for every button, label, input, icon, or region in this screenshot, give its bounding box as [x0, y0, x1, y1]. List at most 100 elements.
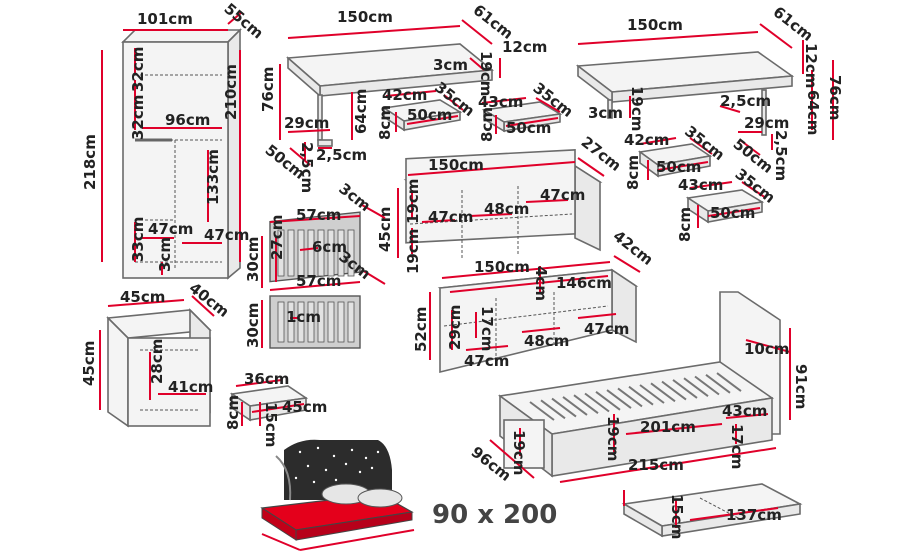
- tv-unit-inner-h-label: 29cm: [446, 305, 464, 350]
- desk-1: 150cm 61cm 76cm 64cm 12cm 3cm 19cm 29cm …: [259, 1, 577, 193]
- panel2-slat-w-label: 1cm: [286, 308, 321, 326]
- star-icon: [376, 450, 380, 454]
- bed-height-label: 91cm: [792, 364, 810, 409]
- bed-slat: [573, 394, 599, 415]
- wardrobe: 101cm 55cm 218cm 210cm 32cm 32cm 96cm 13…: [81, 0, 267, 280]
- tv-unit-comp3-label: 47cm: [584, 320, 629, 338]
- bed-total-len-label: 215cm: [628, 456, 684, 474]
- wardrobe-width-label: 101cm: [137, 10, 193, 28]
- desk2-drawer2-h-label: 8cm: [676, 207, 694, 242]
- wall-shelf: 150cm 27cm 45cm 19cm 19cm 47cm 48cm 47cm: [376, 133, 625, 274]
- bed-drawer-h-label: 15cm: [668, 494, 686, 539]
- desk1-drawer2-w-label: 43cm: [478, 93, 523, 111]
- desk2-drawer1-inner-label: 50cm: [656, 158, 701, 176]
- bed-side-drawer: [503, 419, 545, 469]
- desk1-drawer2-h-label: 8cm: [478, 107, 496, 142]
- desk1-drawer1-h-label: 8cm: [376, 105, 394, 140]
- bed-slat: [584, 392, 610, 413]
- desk1-top-label: 12cm: [502, 38, 547, 56]
- panel1-width-label: 57cm: [296, 206, 341, 224]
- wall-shelf-top-h-label: 19cm: [404, 179, 422, 224]
- nightstand-height-label: 45cm: [80, 341, 98, 386]
- slat: [337, 229, 345, 277]
- wardrobe-top-shelf-label: 32cm: [129, 47, 147, 92]
- bed-side-h-label: 19cm: [510, 430, 528, 475]
- tv-unit-height-label: 52cm: [412, 307, 430, 352]
- star-icon: [344, 462, 348, 466]
- star-icon: [316, 446, 320, 450]
- desk1-height-label: 76cm: [259, 67, 277, 112]
- nightstand-width-label: 45cm: [120, 288, 165, 306]
- slat: [277, 301, 285, 343]
- desk2-drawer1-w-label: 42cm: [624, 131, 669, 149]
- wall-shelf-height-label: 45cm: [376, 207, 394, 252]
- wardrobe-plinth-label: 3cm: [156, 237, 174, 272]
- desk2-drawer2-inner-label: 50cm: [710, 204, 755, 222]
- bed-slat: [562, 396, 588, 416]
- bed: 10cm 91cm 201cm 19cm 19cm 43cm 17cm 215c…: [468, 291, 810, 539]
- wardrobe-lower-shelf-label: 33cm: [129, 217, 147, 262]
- slat: [287, 301, 295, 343]
- slat: [347, 229, 355, 277]
- mattress-size-label: 90 x 200: [432, 500, 558, 530]
- desk2-leg: [761, 89, 767, 136]
- desk2-leg-w-label: 29cm: [744, 114, 789, 132]
- bed-slat: [716, 372, 742, 392]
- tv-unit-front: [439, 269, 613, 374]
- bed-slat: [551, 397, 577, 418]
- wardrobe-second-shelf-label: 32cm: [129, 95, 147, 140]
- star-icon: [332, 454, 336, 458]
- tv-unit-depth-label: 42cm: [610, 227, 657, 269]
- desk2-leg-t2-label: 2,5cm: [772, 130, 790, 181]
- bed-slat: [595, 390, 621, 411]
- panel1-height-label: 30cm: [244, 237, 262, 282]
- star-icon: [358, 470, 362, 474]
- wall-shelf-comp2-label: 48cm: [484, 200, 529, 218]
- slat: [327, 229, 335, 277]
- star-icon: [350, 448, 354, 452]
- slat: [307, 229, 315, 277]
- bed-length-label: 201cm: [640, 418, 696, 436]
- desk1-width-label: 150cm: [337, 8, 393, 26]
- desk2-drawer-h-label: 19cm: [628, 86, 646, 131]
- star-icon: [298, 450, 302, 454]
- slat: [317, 229, 325, 277]
- star-icon: [334, 478, 338, 482]
- slat: [337, 301, 345, 343]
- slat: [317, 301, 325, 343]
- bed-slat: [639, 384, 665, 404]
- nightstand-drawer-d-label: 15cm: [262, 402, 280, 447]
- mattress-icon: [260, 439, 415, 551]
- bed-slat: [628, 385, 654, 406]
- bed-slat: [529, 401, 555, 421]
- bed-slat: [705, 373, 731, 394]
- slat: [277, 229, 285, 277]
- wardrobe-height-label: 218cm: [81, 134, 99, 190]
- desk2-top-label: 12cm: [802, 43, 820, 88]
- desk1-leg-w-label: 29cm: [284, 114, 329, 132]
- star-icon: [370, 466, 374, 470]
- bed-side-w-label: 43cm: [722, 402, 767, 420]
- pillow-icon: [357, 488, 403, 508]
- tv-unit-drawer-h-label: 17cm: [478, 306, 496, 351]
- bed-slat: [661, 380, 687, 401]
- night-sky-icon: [284, 439, 392, 500]
- desk2-height-label: 76cm: [826, 75, 844, 120]
- desk2-leg-height-label: 64cm: [804, 90, 822, 135]
- desk-2: 150cm 61cm 12cm 64cm 76cm 3cm 19cm 2,5cm…: [575, 3, 844, 242]
- desk1-depth-label: 61cm: [470, 1, 517, 43]
- tv-unit-comp1-label: 47cm: [464, 352, 509, 370]
- desk2-drawer2-w-label: 43cm: [678, 176, 723, 194]
- desk2-drawer-gap-label: 3cm: [588, 104, 623, 122]
- slat: [297, 229, 305, 277]
- nightstand-drawer-w-label: 36cm: [244, 370, 289, 388]
- bed-low-h-label: 17cm: [728, 424, 746, 469]
- nightstand-front: [127, 337, 211, 427]
- wardrobe-right-comp-label: 47cm: [204, 226, 249, 244]
- desk1-leg-t2-label: 2,5cm: [316, 146, 367, 164]
- desk2-depth-label: 61cm: [770, 3, 817, 45]
- panel1-slat-w-label: 6cm: [312, 238, 347, 256]
- slat: [347, 301, 355, 343]
- wardrobe-inner-width-label: 96cm: [165, 111, 210, 129]
